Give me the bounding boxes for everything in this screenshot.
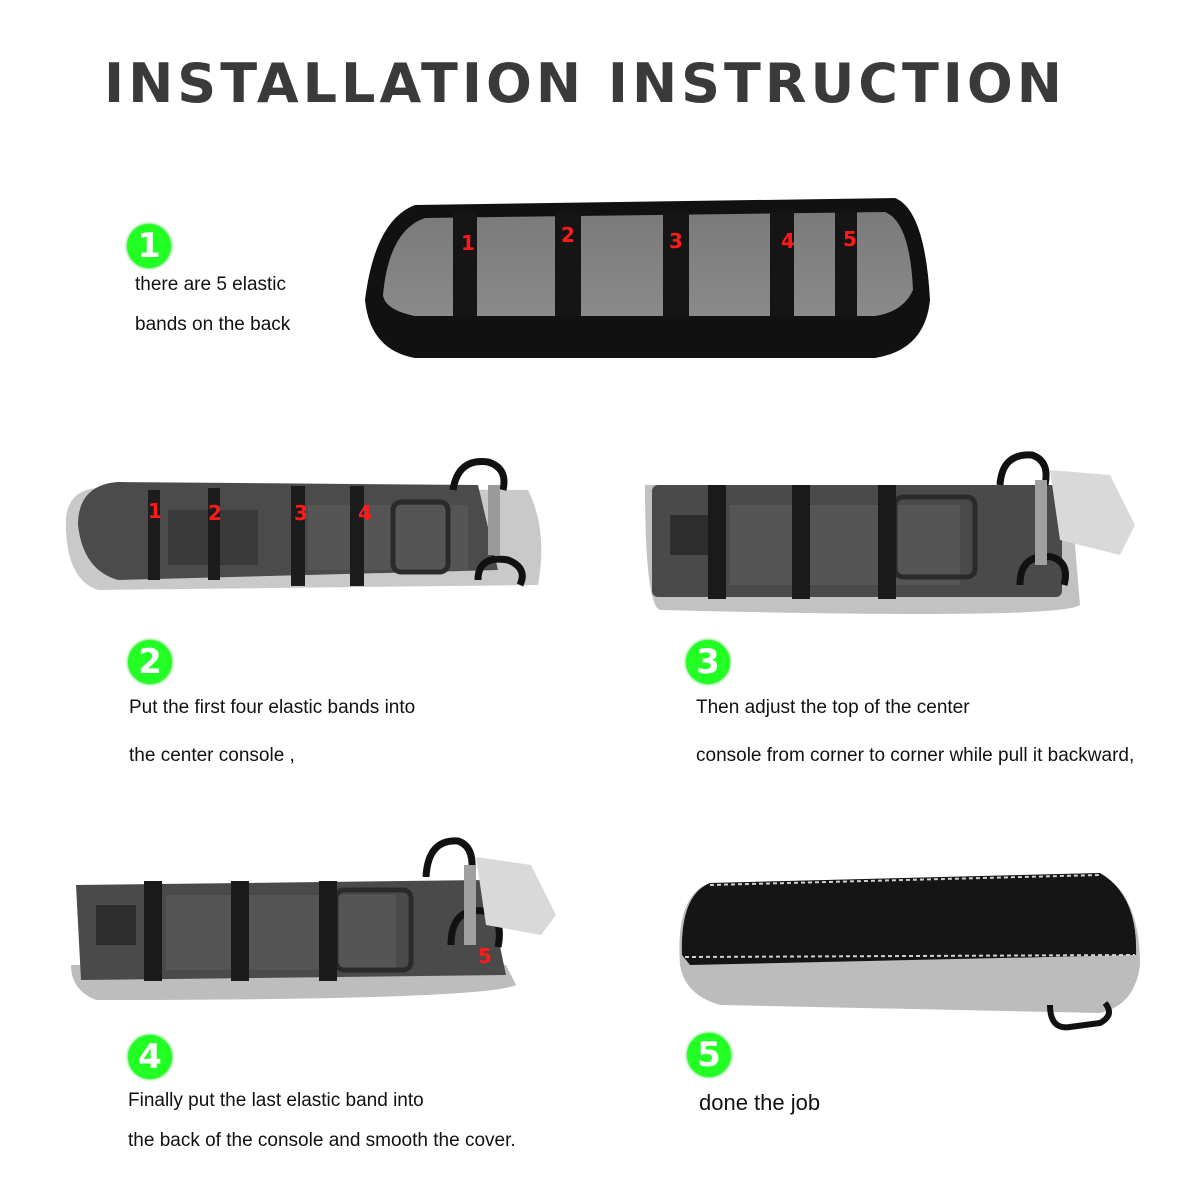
band-label-5: 5 xyxy=(478,944,492,968)
first-four-bands-photo: 1 2 3 4 xyxy=(65,458,542,590)
elastic-band-4 xyxy=(770,212,794,316)
elastic-band-1 xyxy=(148,490,160,580)
elastic-band-5 xyxy=(835,212,857,316)
step-5-caption-line-1: done the job xyxy=(699,1090,821,1115)
step-1-caption-line-1: there are 5 elastic xyxy=(135,274,287,295)
band-label-2: 2 xyxy=(561,223,575,247)
band-label-3: 3 xyxy=(669,229,683,253)
step-3-caption-line-1: Then adjust the top of the center xyxy=(696,697,970,718)
elastic-band-4 xyxy=(350,486,364,586)
band-label-4: 4 xyxy=(781,229,795,253)
elastic-band-2 xyxy=(555,212,581,316)
step-2-badge: 2 xyxy=(128,640,172,684)
adjust-cover-photo xyxy=(645,451,1135,614)
band-label-1: 1 xyxy=(461,231,475,255)
step-3-caption-line-2: console from corner to corner while pull… xyxy=(696,745,1135,766)
finished-cover-photo xyxy=(679,873,1140,1031)
elastic-band-3 xyxy=(319,881,337,981)
step-4-caption-line-1: Finally put the last elastic band into xyxy=(128,1090,424,1111)
step-2-caption-line-1: Put the first four elastic bands into xyxy=(129,697,416,718)
elastic-band-3 xyxy=(878,485,896,599)
band-label-3: 3 xyxy=(294,501,308,525)
cover-back-photo: 1 2 3 4 5 xyxy=(365,198,930,358)
elastic-band-1 xyxy=(144,881,162,981)
elastic-band-3 xyxy=(663,212,689,316)
elastic-band-3 xyxy=(291,486,305,586)
last-band-photo: 5 xyxy=(71,837,556,1000)
step-1-badge: 1 xyxy=(127,224,171,268)
step-5-badge: 5 xyxy=(687,1033,731,1077)
step-1-caption-line-2: bands on the back xyxy=(135,314,291,335)
elastic-band-1 xyxy=(708,485,726,599)
step-2-caption-line-2: the center console , xyxy=(129,745,295,766)
step-4-caption-line-2: the back of the console and smooth the c… xyxy=(128,1130,516,1151)
page-title: INSTALLATION INSTRUCTION xyxy=(104,52,1066,115)
band-label-2: 2 xyxy=(208,501,222,525)
elastic-band-2 xyxy=(208,488,220,580)
elastic-band-1 xyxy=(453,212,477,316)
band-label-1: 1 xyxy=(148,499,162,523)
elastic-band-2 xyxy=(792,485,810,599)
elastic-band-2 xyxy=(231,881,249,981)
band-label-5: 5 xyxy=(843,227,857,251)
step-3-badge: 3 xyxy=(686,640,730,684)
step-4-badge: 4 xyxy=(128,1035,172,1079)
band-label-4: 4 xyxy=(358,501,372,525)
